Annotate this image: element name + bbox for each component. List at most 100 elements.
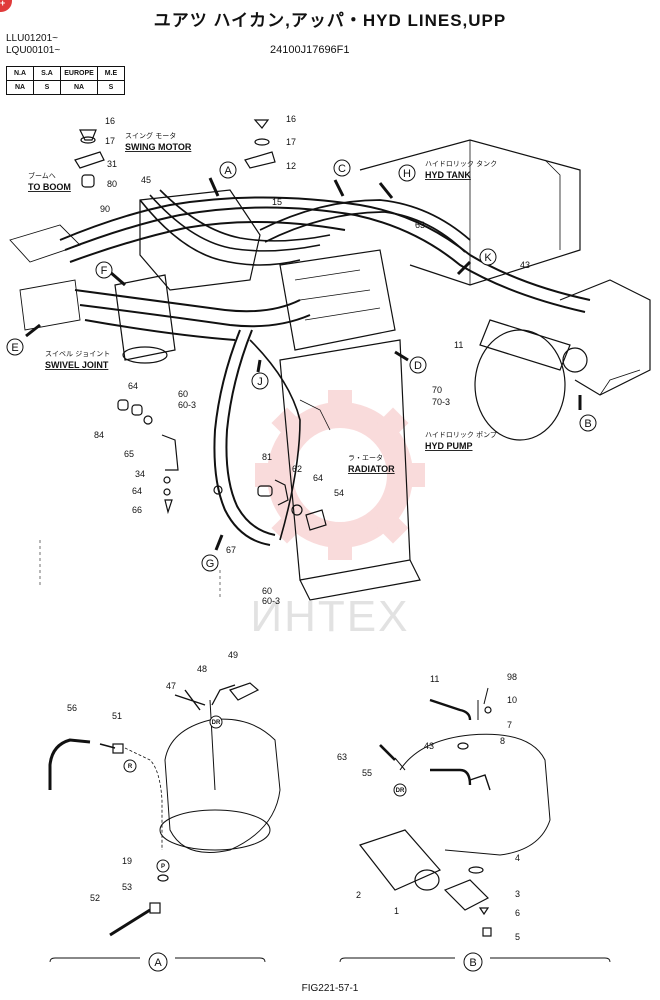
part-number-label: 1 — [394, 906, 399, 916]
view-callout-a: A — [219, 161, 237, 179]
view-callout-e: E — [6, 338, 24, 356]
detail-a-caption: A — [148, 952, 168, 972]
detail-a-part-numbers: 56 51 47 48 49 19 53 52 — [67, 650, 238, 903]
part-number-label: 70 — [432, 385, 442, 395]
part-number-label: 49 — [228, 650, 238, 660]
svg-text:A: A — [154, 957, 162, 969]
view-callout-c: C — [333, 159, 351, 177]
svg-text:B: B — [469, 957, 476, 969]
swivel-joint-label-jp: スイベル ジョイント — [45, 350, 110, 358]
watermark-gear-icon — [255, 390, 425, 560]
market-table: N.A S.A EUROPE M.E NA S NA S — [6, 66, 125, 95]
swing-motor-label-jp: スイング モータ — [125, 131, 176, 140]
tank-hose — [259, 199, 471, 241]
view-callout-g: G — [201, 554, 219, 572]
part-number-label: 45 — [141, 175, 151, 185]
svg-text:A: A — [224, 165, 232, 177]
serial-range-2: LQU00101~ — [6, 45, 61, 56]
hose-bundle-upper — [59, 196, 591, 301]
hyd-tank-label-jp: ハイドロリック タンク — [425, 159, 497, 168]
serial-range-1: LLU01201~ — [6, 33, 58, 44]
to-boom-label: TO BOOM — [28, 182, 71, 192]
part-number-label: 60 — [262, 586, 272, 596]
swing-motor-body — [139, 189, 261, 291]
svg-text:G: G — [206, 558, 215, 570]
part-number-label: 52 — [90, 893, 100, 903]
radiator-label-jp: ラ・エータ — [348, 453, 383, 462]
svg-text:H: H — [403, 168, 411, 180]
part-number-label: 63 — [415, 220, 425, 230]
part-number-label: 16 — [286, 114, 296, 124]
part-number-label: 16 — [105, 116, 115, 126]
svg-text:R: R — [128, 764, 133, 770]
part-number-label: 43 — [424, 741, 434, 751]
swing-motor-label: SWING MOTOR — [125, 142, 192, 152]
detail-b-caption: B — [463, 952, 483, 972]
svg-text:F: F — [101, 265, 108, 277]
return-hose-g — [213, 329, 271, 546]
control-valve-block — [279, 249, 396, 351]
part-number-label: 15 — [272, 197, 282, 207]
part-number-label: 8 — [500, 736, 505, 746]
svg-text:C: C — [338, 163, 346, 175]
part-number-label: 84 — [94, 430, 104, 440]
part-number-label: 43 — [520, 260, 530, 270]
main-part-numbers: 16 17 31 80 90 45 16 17 12 15 63 43 11 7… — [94, 114, 530, 606]
svg-text:J: J — [257, 376, 263, 388]
part-number-label: 47 — [166, 681, 176, 691]
port-badge-dr-b: DR — [393, 783, 407, 797]
view-callout-h: H — [398, 164, 416, 182]
part-number-label: 17 — [286, 137, 296, 147]
view-callout-f: F — [95, 261, 113, 279]
view-callout-j: J — [251, 372, 269, 390]
part-number-label: 7 — [507, 720, 512, 730]
part-number-label: 51 — [112, 711, 122, 721]
detail-a-motor — [164, 718, 281, 853]
part-number: 24100J17696F1 — [270, 44, 350, 56]
part-number-label: 81 — [262, 452, 272, 462]
svg-text:DR: DR — [212, 720, 221, 726]
view-callout-d: D — [409, 356, 427, 374]
part-number-label: 53 — [122, 882, 132, 892]
part-number-label: 17 — [105, 136, 115, 146]
part-number-label: 60-3 — [178, 400, 196, 410]
part-number-label: 55 — [362, 768, 372, 778]
svg-text:DR: DR — [396, 788, 405, 794]
page-title: ユアツ ハイカン,アッパ・HYD LINES,UPP — [153, 11, 507, 30]
part-number-label: 60 — [178, 389, 188, 399]
part-number-label: 62 — [292, 464, 302, 474]
part-number-label: 12 — [286, 161, 296, 171]
port-badge-r: R — [123, 759, 137, 773]
svg-text:K: K — [484, 252, 492, 264]
part-number-label: 60-3 — [262, 596, 280, 606]
part-number-label: 65 — [124, 449, 134, 459]
detail-b-part-numbers: 11 98 10 7 8 63 55 43 4 3 6 5 2 1 — [337, 672, 520, 942]
market-value-na: NA — [6, 80, 34, 95]
port-badge-p: P — [156, 859, 170, 873]
part-number-label: 10 — [507, 695, 517, 705]
part-number-label: 34 — [135, 469, 145, 479]
view-callout-k: K — [479, 248, 497, 266]
detail-b-pump — [399, 733, 551, 856]
part-number-label: 54 — [334, 488, 344, 498]
part-number-label: 31 — [107, 159, 117, 169]
swivel-joint-label: SWIVEL JOINT — [45, 360, 109, 370]
part-number-label: 11 — [430, 674, 439, 684]
view-callout-b: B — [579, 414, 597, 432]
part-number-label: 80 — [107, 179, 117, 189]
market-value-me: S — [97, 80, 125, 95]
part-number-label: 63 — [337, 752, 347, 762]
radiator-label: RADIATOR — [348, 464, 395, 474]
hyd-pump-body — [559, 279, 651, 396]
detail-b-cooler — [359, 829, 441, 891]
svg-text:E: E — [11, 342, 18, 354]
to-boom-label-jp: ブームへ — [28, 171, 56, 180]
part-number-label: 19 — [122, 856, 132, 866]
part-number-label: 70-3 — [432, 397, 450, 407]
swivel-joint-body — [114, 274, 176, 361]
part-number-label: 90 — [100, 204, 110, 214]
hyd-pump-label-jp: ハイドロリック ポンプ — [425, 431, 497, 439]
hyd-tank-label: HYD TANK — [425, 170, 471, 180]
part-number-label: 64 — [128, 381, 138, 391]
